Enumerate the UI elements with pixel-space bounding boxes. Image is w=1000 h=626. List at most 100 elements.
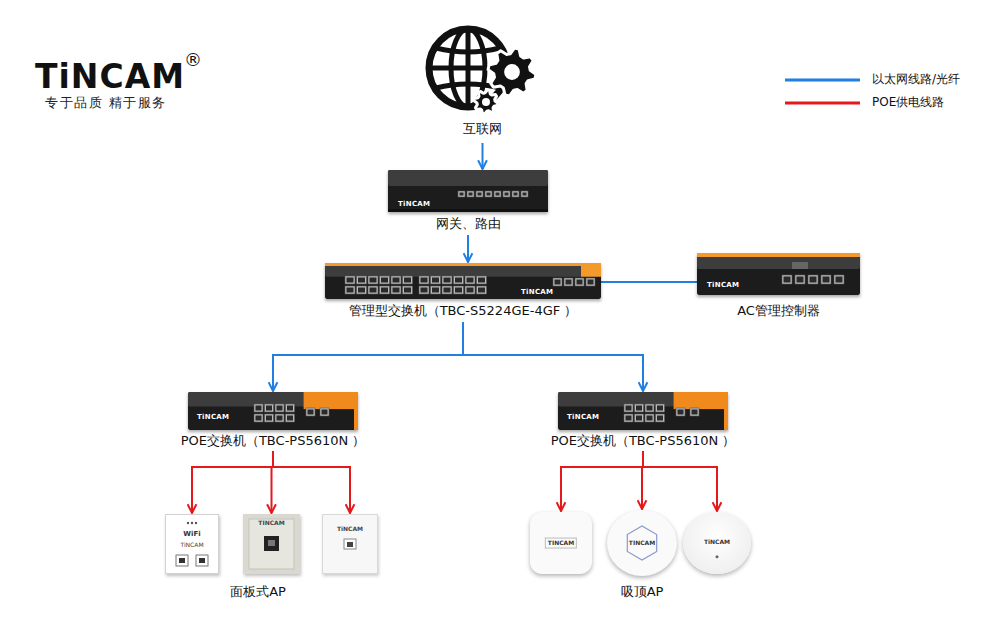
shape-part [477,286,487,294]
ethernet-line [601,281,697,283]
shape-part [558,392,728,430]
shape-part [322,410,328,415]
shape-part [810,277,817,283]
shape-part [477,276,487,284]
shape-part [249,519,294,569]
node-text: POE交换机（TBC-PS5610N ） [181,434,366,449]
ceiling-ap: TINCAM [530,512,592,574]
shape-part [254,404,263,412]
node-text: TiNCAM [180,542,203,549]
shape-part [692,410,698,415]
shape-part [558,392,728,430]
shape-part [381,278,388,283]
node-text: TiNCAM [704,538,730,545]
node-text: TINCAM [629,540,655,547]
shape-part [476,191,483,197]
shape-part [323,515,377,573]
ac-controller: TiNCAMAC管理控制器 [697,253,860,321]
poe-power-line [561,451,643,511]
poe-power-line [642,451,643,509]
device-body [558,392,728,430]
poe-power-line [273,451,350,513]
shape-part [432,288,439,293]
shape-part [442,286,452,294]
shape-part [636,416,642,421]
shape-part [347,288,354,293]
shape-part [635,404,644,412]
shape-part [834,275,844,284]
shape-part [275,404,284,412]
shape-part [381,288,388,293]
shape-part [266,406,272,411]
ethernet-line [273,322,463,391]
shape-part [460,193,464,196]
shape-part [575,278,584,286]
shape-part [505,193,509,196]
device-body [188,392,358,430]
shape-part [391,276,401,284]
shape-part [419,286,429,294]
shape-part [645,404,654,412]
shape-part [347,542,353,547]
shape-part [393,278,400,283]
shape-part [325,263,601,266]
shape-part [277,416,283,421]
shape-part [308,410,314,415]
shape-part [277,406,283,411]
shape-part [404,288,411,293]
shape-part [442,276,452,284]
shape-part [465,286,475,294]
registered-mark: ® [184,50,202,71]
shape-part [467,191,474,197]
shape-part [716,555,719,558]
shape-part [264,536,279,551]
shape-part [821,275,831,284]
shape-part [697,253,860,295]
shape-part [455,288,462,293]
shape-part [836,277,843,283]
shape-part [176,555,188,566]
shape-part [432,278,439,283]
shape-part [287,406,293,411]
node-text: TINCAM [258,520,284,527]
shape-part [792,262,808,269]
shape-part [431,286,441,294]
shape-part [444,288,451,293]
panel-ap-face [323,515,377,573]
shape-part [306,408,315,416]
node-text: TINCAM [545,538,577,549]
shape-part [697,253,860,257]
panel-ap: TINCAM [243,514,300,574]
shape-part [636,406,642,411]
shape-part [577,280,583,285]
shape-part [345,286,355,294]
shape-part [678,410,684,415]
shape-part [320,408,329,416]
managed-switch: TiNCAM管理型交换机（TBC-S5224GE-4GF ） [325,263,601,321]
shape-part [196,555,208,566]
shape-part [256,406,262,411]
shape-part [626,416,632,421]
ethernet-line-sample [785,79,860,82]
shape-part [325,263,601,277]
shape-part [458,191,465,197]
shape-part [514,193,518,196]
shape-part [354,392,358,430]
shape-part [496,193,500,196]
globe-gear-icon [420,22,545,120]
poe-power-line [643,451,717,511]
shape-part [555,280,561,285]
shape-part [564,278,573,286]
shape-part [404,278,411,283]
ceiling-ap: TiNCAM [683,512,751,574]
shape-part [419,276,429,284]
ethernet-line [463,322,643,391]
shape-part [421,278,428,283]
shape-part [635,414,644,422]
shape-part [370,288,377,293]
shape-part [357,286,367,294]
poe-power-line [272,451,274,513]
shape-part [391,286,401,294]
group-caption: 吸顶AP [621,585,664,600]
shape-part [268,540,275,546]
